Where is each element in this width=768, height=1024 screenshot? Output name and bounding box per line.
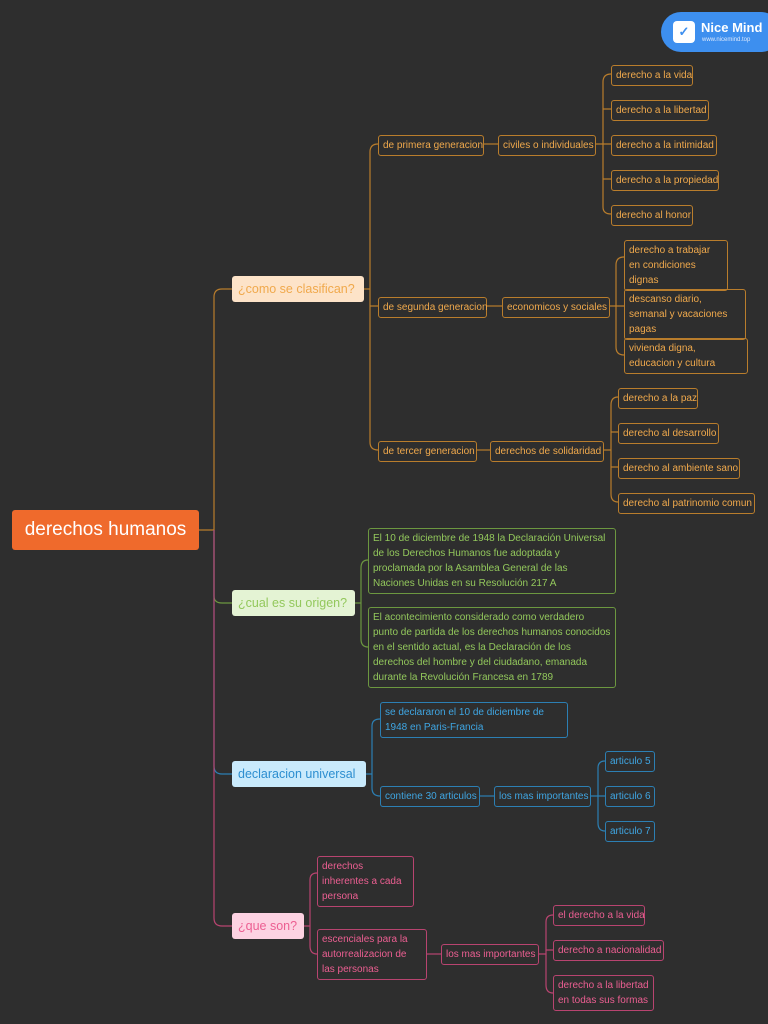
node-trabajar-condiciones[interactable]: derecho a trabajar en condiciones dignas — [624, 240, 728, 291]
node-derecho-libertad-formas[interactable]: derecho a la libertad en todas sus forma… — [553, 975, 654, 1011]
line-root-queson — [213, 530, 232, 927]
node-derecho-vida[interactable]: derecho a la vida — [611, 65, 693, 86]
line-declaracion-items — [366, 718, 381, 797]
node-ambiente-sano[interactable]: derecho al ambiente sano — [618, 458, 740, 479]
node-segunda-generacion[interactable]: de segunda generacion — [378, 297, 488, 318]
node-declaracion-fecha[interactable]: se declararon el 10 de diciembre de 1948… — [380, 702, 568, 738]
line-root-declaracion — [213, 530, 232, 775]
node-economicos-sociales[interactable]: economicos y sociales — [502, 297, 610, 318]
node-origen-1948[interactable]: El 10 de diciembre de 1948 la Declaració… — [368, 528, 616, 594]
node-declaracion-importantes[interactable]: los mas importantes — [494, 786, 591, 807]
node-descanso-vacaciones[interactable]: descanso diario, semanal y vacaciones pa… — [624, 289, 746, 340]
node-origen-1789[interactable]: El acontecimiento considerado como verda… — [368, 607, 616, 688]
line-economicos-items — [610, 256, 625, 356]
line-importantes-items — [539, 914, 554, 994]
line-queson-items — [304, 872, 318, 955]
nice-mind-logo-icon: ✓ — [673, 21, 695, 43]
node-derecho-propiedad[interactable]: derecho a la propiedad — [611, 170, 719, 191]
node-derecho-desarrollo[interactable]: derecho al desarrollo — [618, 423, 719, 444]
node-tercer-generacion[interactable]: de tercer generacion — [378, 441, 477, 462]
node-articulo-5[interactable]: articulo 5 — [605, 751, 655, 772]
node-derecho-honor[interactable]: derecho al honor — [611, 205, 693, 226]
node-derecho-nacionalidad[interactable]: derecho a nacionalidad — [553, 940, 664, 961]
node-derechos-solidaridad[interactable]: derechos de solidaridad — [490, 441, 604, 462]
root-node[interactable]: derechos humanos — [12, 510, 199, 550]
topic-queson[interactable]: ¿que son? — [232, 913, 304, 939]
node-derecho-intimidad[interactable]: derecho a la intimidad — [611, 135, 717, 156]
nice-mind-badge[interactable]: ✓ Nice Mind www.nicemind.top — [661, 12, 768, 52]
node-derecho-libertad[interactable]: derecho a la libertad — [611, 100, 709, 121]
node-primera-generacion[interactable]: de primera generacion — [378, 135, 484, 156]
brand-url: www.nicemind.top — [702, 37, 751, 43]
node-civiles-individuales[interactable]: civiles o individuales — [498, 135, 596, 156]
node-vivienda-educacion[interactable]: vivienda digna, educacion y cultura — [624, 338, 748, 374]
brand-name: Nice Mind — [701, 20, 763, 35]
line-civiles-items — [596, 73, 612, 215]
topic-declaracion[interactable]: declaracion universal — [232, 761, 366, 787]
topic-clasifican[interactable]: ¿como se clasifican? — [232, 276, 364, 302]
node-articulo-7[interactable]: articulo 7 — [605, 821, 655, 842]
line-root-clasifican — [199, 288, 232, 531]
line-importantes-articulos — [591, 760, 606, 832]
topic-origen[interactable]: ¿cual es su origen? — [232, 590, 355, 616]
node-patrinomio-comun[interactable]: derecho al patrinomio comun — [618, 493, 755, 514]
node-el-derecho-vida[interactable]: el derecho a la vida — [553, 905, 645, 926]
node-inherentes[interactable]: derechos inherentes a cada persona — [317, 856, 414, 907]
line-origen-items — [355, 559, 369, 648]
line-root-origen — [213, 530, 232, 604]
node-articulo-6[interactable]: articulo 6 — [605, 786, 655, 807]
line-solidaridad-items — [604, 396, 619, 503]
node-queson-importantes[interactable]: los mas importantes — [441, 944, 539, 965]
line-clasifican-branches — [364, 143, 379, 451]
node-30-articulos[interactable]: contiene 30 articulos — [380, 786, 480, 807]
node-esenciales[interactable]: escenciales para la autorrealizacion de … — [317, 929, 427, 980]
node-derecho-paz[interactable]: derecho a la paz — [618, 388, 698, 409]
